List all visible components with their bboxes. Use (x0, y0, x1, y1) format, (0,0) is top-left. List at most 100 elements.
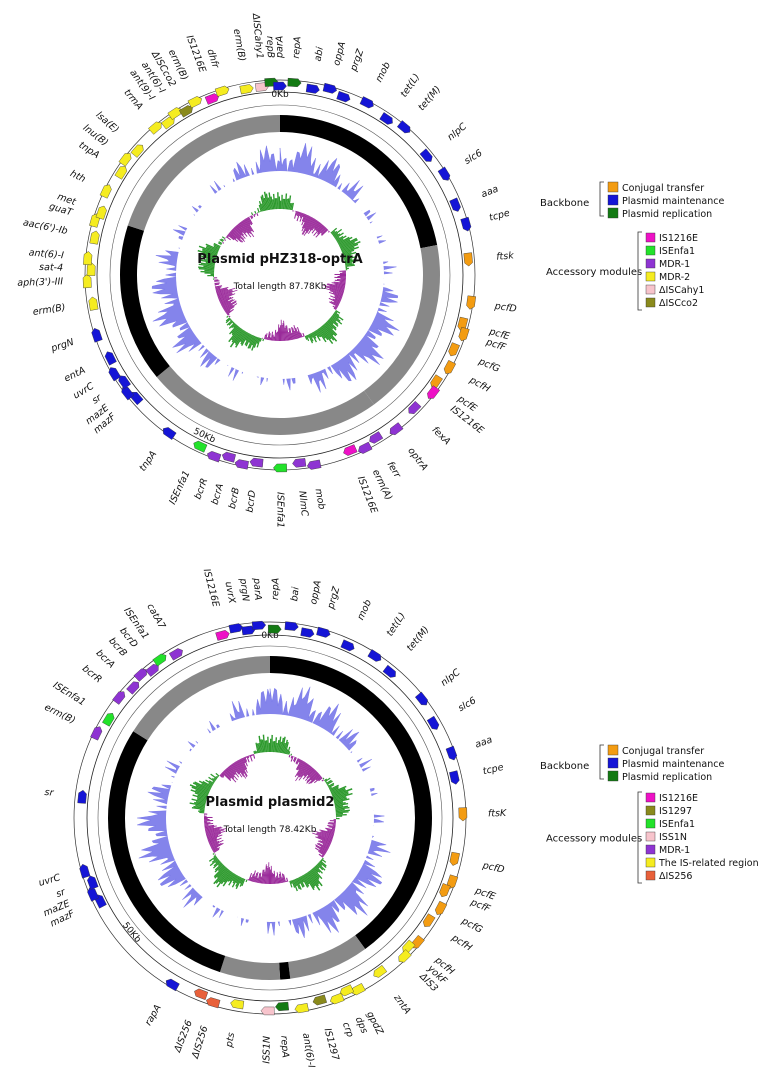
legend-bracket (637, 791, 642, 884)
gc-skew-bar (286, 198, 290, 210)
gc-skew-bar (337, 238, 344, 244)
gc-skew-bar (293, 757, 297, 763)
gc-skew-bar (296, 211, 300, 217)
gc-skew-bar (320, 831, 334, 837)
gc-skew-bar (251, 336, 257, 346)
gc-skew-bar (232, 763, 243, 778)
gene-label: bcrR (80, 663, 104, 685)
gene-mob (359, 96, 374, 109)
gene-label: ISEnfa1 (275, 492, 286, 528)
gc-skew-bar (313, 224, 324, 236)
gc-skew-bar (213, 777, 217, 781)
gc-skew-bar (326, 780, 333, 785)
gc-skew-bar (332, 230, 338, 236)
gc-skew-bar (260, 739, 264, 753)
gc-skew-bar (240, 331, 247, 343)
gene-prgz (316, 626, 331, 638)
gene-is1216e (343, 444, 358, 456)
gc-skew-bar (334, 276, 346, 279)
gc-skew-bar (237, 760, 248, 778)
gc-skew-bar (220, 296, 234, 304)
gc-skew-bar (281, 877, 284, 883)
gc-skew-bar (236, 760, 245, 774)
gc-skew-bar (340, 278, 346, 280)
gc-skew-bar (286, 325, 290, 341)
gc-skew-bar (261, 869, 265, 884)
gc-skew-bar (316, 843, 329, 850)
gc-skew-bar (208, 855, 217, 862)
gc-skew-bar (215, 286, 229, 291)
gc-skew-bar (227, 313, 230, 316)
gc-skew-bar (301, 213, 306, 222)
gc-skew-bar (275, 742, 278, 753)
gc-skew-bar (302, 217, 313, 235)
gene-optra (389, 422, 404, 436)
gc-skew-bar (298, 763, 309, 778)
gc-skew-bar (322, 777, 325, 780)
gc-skew-bar (315, 836, 332, 844)
gc-skew-bar (334, 296, 342, 300)
gc-skew-bar (251, 754, 254, 756)
gene-ant-6-i (294, 1003, 309, 1014)
gene-tcpe (460, 216, 472, 232)
gc-skew-bar (276, 872, 280, 884)
gc-skew-bar (200, 262, 215, 266)
gc-skew-bar (327, 830, 335, 833)
gc-skew-bar (307, 768, 315, 776)
gene-label: sat-4 (39, 262, 63, 274)
contig-ring-segment (364, 245, 440, 405)
gc-skew-bar (226, 315, 229, 318)
gc-skew-bar (297, 331, 301, 339)
gc-skew-bar (334, 233, 341, 239)
gc-skew-bar (259, 876, 262, 884)
gc-skew-bar (232, 321, 235, 324)
gc-skew-bar (271, 872, 274, 884)
gc-skew-bar (274, 329, 277, 341)
gc-skew-bar (196, 797, 207, 801)
gene-nlpc (419, 148, 433, 162)
gc-skew-bar (291, 332, 294, 340)
gene-label: tet(M) (416, 84, 443, 113)
gene-label: hth (68, 168, 87, 185)
gc-skew-bar (261, 194, 267, 211)
gc-skew-bar (262, 734, 266, 753)
gc-skew-bar (260, 196, 266, 211)
gene-label: oppA (308, 579, 324, 605)
gc-skew-bar (337, 276, 346, 278)
gc-skew-bar (208, 837, 222, 844)
gc-skew-bar (209, 858, 219, 867)
gc-skew-bar (239, 222, 252, 238)
gc-skew-bar (318, 853, 324, 858)
gc-skew-bar (215, 286, 222, 289)
gc-skew-bar (336, 235, 347, 242)
gc-skew-bar (296, 877, 301, 885)
gc-skew-bar (218, 293, 233, 300)
gc-skew-bar (332, 292, 343, 297)
gene-isenfa1 (152, 653, 167, 667)
gc-skew-bar (339, 238, 358, 249)
gc-skew-bar (257, 211, 259, 213)
gc-skew-bar (309, 333, 314, 338)
gene-ant-6-i (167, 107, 182, 120)
gene-label: erm(B) (231, 28, 248, 62)
gc-skew-bar (343, 255, 352, 260)
gc-skew-bar (279, 741, 283, 753)
gc-skew-bar (214, 283, 220, 286)
gene-sr (87, 875, 99, 890)
gc-skew-bar (341, 246, 355, 253)
gene-mob (340, 639, 355, 652)
gc-skew-bar (268, 742, 270, 753)
gc-skew-bar (330, 295, 342, 301)
gc-skew-bar (233, 227, 242, 236)
legend-swatch (645, 870, 656, 881)
gc-skew-bar (300, 764, 310, 778)
gc-skew-bar (249, 216, 251, 218)
gc-skew-bar (253, 337, 259, 348)
gene-label: ftsk (496, 250, 515, 262)
gc-skew-bar (334, 273, 346, 275)
gc-skew-bar (256, 337, 260, 344)
gc-skew-bar (284, 742, 289, 754)
gene-sr (77, 789, 87, 804)
gc-skew-bar (267, 197, 271, 210)
gene-label: repA (270, 578, 282, 601)
